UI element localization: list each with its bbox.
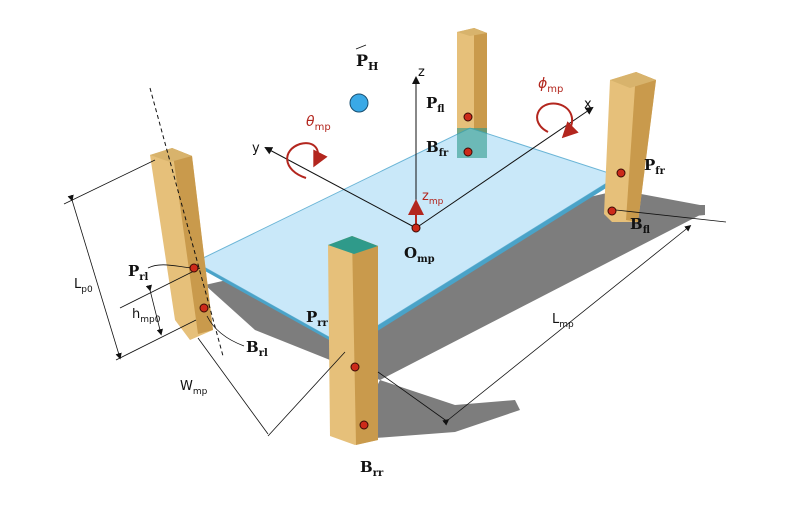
phi-rotation-icon	[536, 102, 579, 139]
label-zmp: zmp	[422, 189, 444, 207]
shadow-pillar-rr	[350, 380, 520, 440]
point-Prr	[350, 362, 360, 372]
point-Bfr	[463, 147, 473, 157]
label-Omp: Omp	[404, 244, 435, 265]
dim-Wmp: Wmp	[180, 379, 208, 397]
mass-point-PH	[349, 93, 369, 113]
label-Brr: Brr	[360, 458, 384, 479]
dim-hmp0: hmp0	[132, 307, 161, 325]
label-Bfl: Bfl	[630, 215, 651, 236]
axis-label-z: z	[418, 65, 425, 80]
rotation-arrows	[286, 102, 579, 226]
point-Brr	[359, 420, 369, 430]
axis-label-y: y	[252, 141, 260, 156]
point-Prl	[189, 263, 199, 273]
shadow-pillar-fl	[620, 205, 705, 222]
point-Omp	[411, 223, 421, 233]
pillar-rl	[150, 148, 213, 340]
theta-rotation-icon	[286, 142, 328, 179]
label-theta: θmp	[306, 114, 331, 133]
platform-edge	[195, 262, 347, 350]
points	[189, 93, 626, 430]
labels: PH Pfl Bfr Pfr Bfl Prl Brl Prr Brr Omp x…	[74, 51, 666, 479]
label-Bfr: Bfr	[426, 138, 449, 159]
pillar-fl	[604, 72, 656, 222]
point-Pfl	[463, 112, 473, 122]
reference-lines	[63, 44, 727, 437]
label-Prr: Prr	[306, 308, 329, 329]
dim-Lp0: Lp0	[74, 277, 93, 295]
label-Pfr: Pfr	[644, 156, 666, 177]
pillar-fr	[457, 28, 487, 160]
label-PH: PH	[356, 51, 378, 73]
point-Brl	[199, 303, 209, 313]
axis-label-x: x	[584, 97, 592, 112]
rl-dashed-axis	[149, 87, 224, 357]
label-Brl: Brl	[246, 338, 268, 359]
pillar-rr	[328, 236, 378, 445]
point-Bfl	[607, 206, 617, 216]
label-phi: ϕmp	[538, 76, 563, 95]
dim-Lmp: Lmp	[552, 312, 574, 330]
point-Pfr	[616, 168, 626, 178]
axis-y	[264, 147, 417, 229]
label-Pfl: Pfl	[426, 94, 445, 115]
label-Prl: Prl	[128, 262, 149, 283]
